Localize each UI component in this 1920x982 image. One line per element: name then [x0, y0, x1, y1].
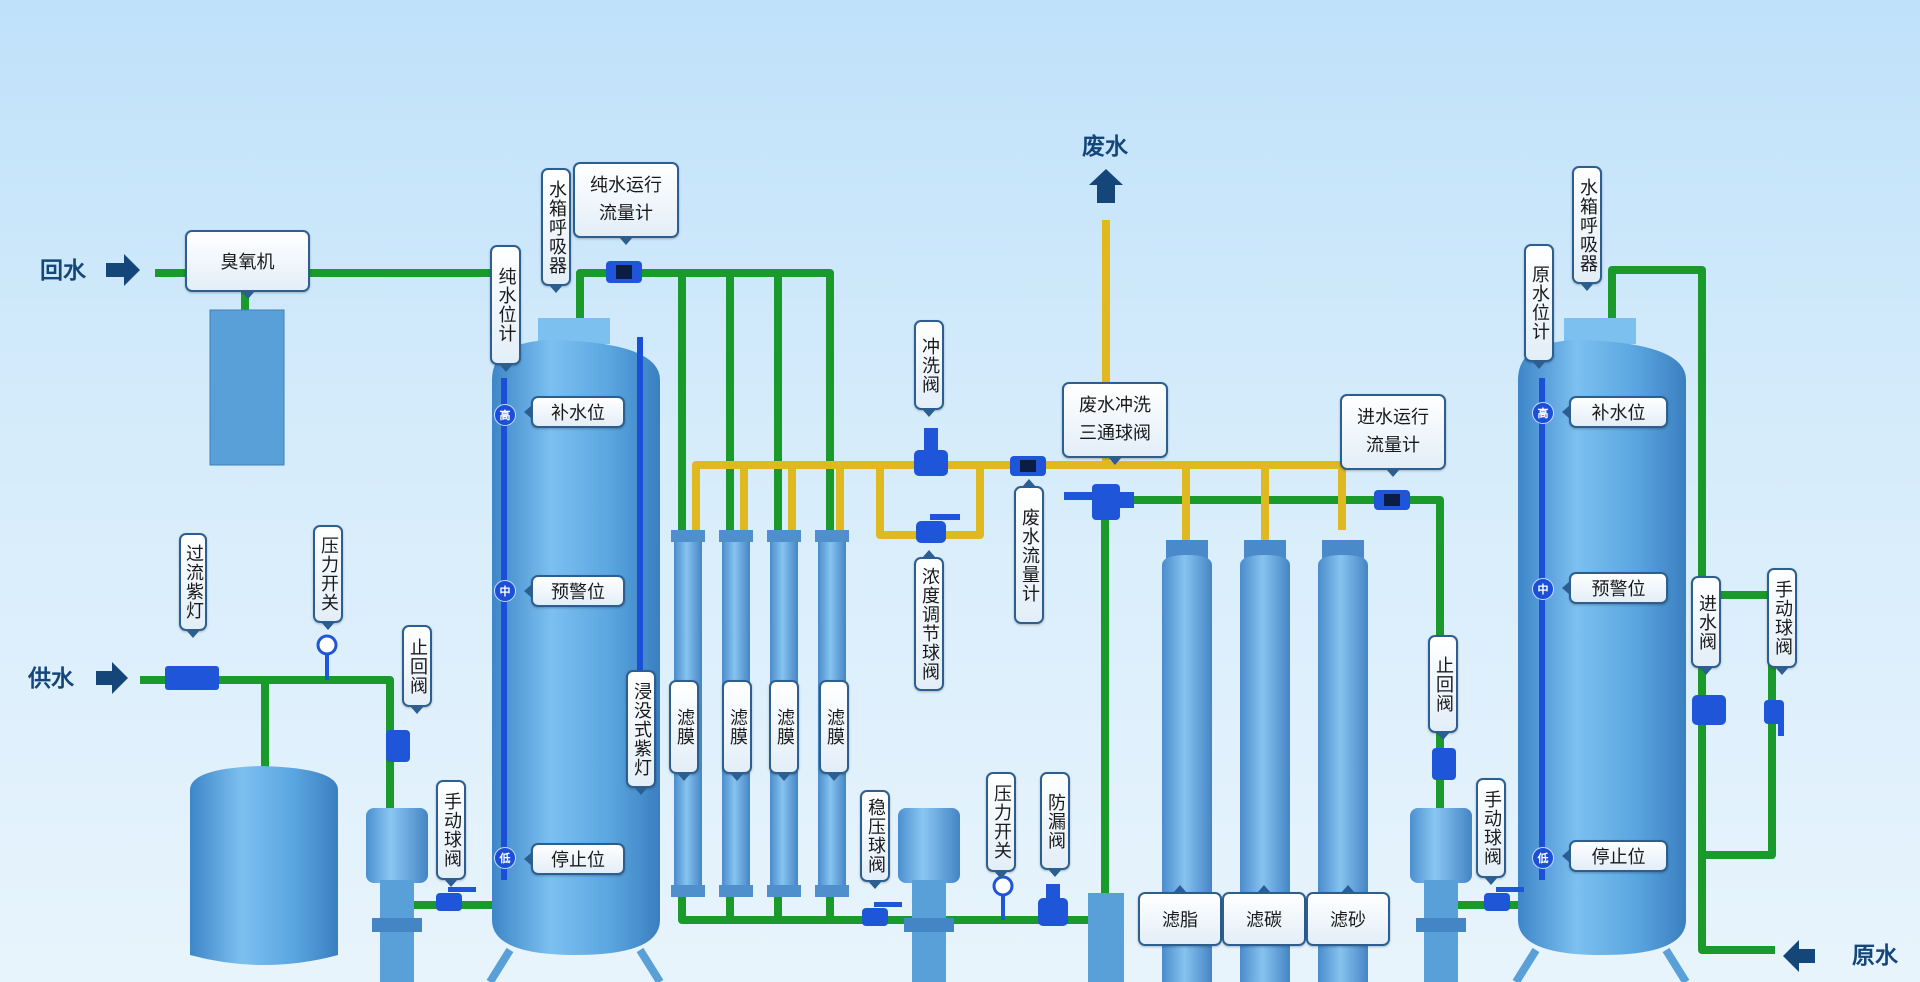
waste-flow-meter-label: 废水流量计 [1014, 479, 1044, 624]
return-water-arrow-icon [106, 254, 140, 286]
pump-right [1410, 808, 1472, 982]
pure-flow-meter-text: 纯水运行流量计 [590, 175, 662, 224]
waste-flow-meter-device [1010, 456, 1046, 476]
pure-level-gauge-label: 纯水位计 [490, 245, 521, 372]
raw-water-tank [1512, 318, 1690, 982]
drain-column [1088, 893, 1124, 982]
supply-water-label: 供水 [28, 666, 74, 692]
inlet-valve-label: 进水阀 [1691, 576, 1721, 675]
manual-valve-far-label: 手动球阀 [1767, 568, 1797, 675]
feed-flow-meter-device [1374, 490, 1410, 510]
check-valve-right-device [1432, 748, 1456, 780]
pressure-tank [190, 766, 338, 965]
feed-flow-meter-label: 进水运行流量计 [1340, 394, 1446, 477]
raw-refill-level-label: 补水位 [1562, 396, 1668, 428]
raw-water-arrow-icon [1783, 940, 1815, 972]
leak-valve-device [1038, 884, 1068, 926]
feed-flow-meter-text: 进水运行流量计 [1357, 407, 1429, 456]
three-way-valve-device [1064, 484, 1134, 520]
raw-stop-level-label: 停止位 [1562, 840, 1668, 872]
raw-water-label: 原水 [1852, 943, 1898, 969]
waste-flush-valve-label: 废水冲洗三通球阀 [1062, 382, 1168, 465]
pure-mid-badge: 中 [494, 580, 516, 602]
ozone-generator [209, 309, 285, 466]
membrane-3-label: 滤膜 [769, 680, 799, 781]
concentrate-valve-device [916, 514, 960, 543]
manual-valve-far-device [1764, 700, 1784, 736]
membrane-1-label: 滤膜 [669, 680, 699, 781]
check-valve-left-device [386, 730, 410, 762]
overflow-uv-label: 过流紫灯 [179, 533, 207, 638]
pump-left [366, 808, 428, 982]
stabilizer-valve-label: 稳压球阀 [860, 790, 890, 889]
pressure-switch-left-label: 压力开关 [313, 525, 343, 630]
waste-flush-valve-text: 废水冲洗三通球阀 [1079, 395, 1151, 444]
check-valve-left-label: 止回阀 [402, 625, 432, 714]
pressure-gauge-mid-icon [992, 875, 1014, 920]
leak-valve-label: 防漏阀 [1040, 772, 1070, 877]
pure-flow-meter-label: 纯水运行流量计 [573, 162, 679, 245]
filter-carbon-label: 滤碳 [1222, 885, 1306, 946]
pressure-switch-mid-label: 压力开关 [986, 772, 1016, 879]
raw-tank-breather-label: 水箱呼吸器 [1572, 166, 1602, 291]
manual-valve-left-device [436, 887, 476, 911]
pure-flow-meter-device [606, 261, 642, 283]
waste-water-arrow-icon [1089, 169, 1123, 203]
raw-warning-level-label: 预警位 [1562, 572, 1668, 604]
membrane-4-label: 滤膜 [819, 680, 849, 781]
immersion-uv-label: 浸没式紫灯 [626, 670, 656, 795]
raw-level-gauge-label: 原水位计 [1524, 244, 1554, 369]
membrane-2-label: 滤膜 [722, 680, 752, 781]
pure-water-tank [486, 318, 664, 982]
pure-refill-level-label: 补水位 [524, 396, 625, 428]
check-valve-right-label: 止回阀 [1428, 635, 1458, 740]
manual-valve-right-label: 手动球阀 [1476, 778, 1506, 885]
stabilizer-valve-device [862, 902, 902, 926]
flush-valve-device [914, 428, 948, 476]
ozone-generator-label: 臭氧机 [185, 230, 310, 299]
inlet-valve-device [1692, 695, 1726, 725]
manual-valve-left-label: 手动球阀 [436, 780, 466, 887]
flush-valve-label: 冲洗阀 [914, 320, 944, 417]
raw-low-badge: 低 [1532, 847, 1554, 869]
pressure-gauge-left-icon [316, 634, 338, 680]
filter-resin-label: 滤脂 [1138, 885, 1222, 946]
pure-warning-level-label: 预警位 [524, 575, 625, 607]
raw-high-badge: 高 [1532, 402, 1554, 424]
pure-low-badge: 低 [494, 847, 516, 869]
return-water-label: 回水 [40, 258, 86, 284]
waste-water-label: 废水 [1082, 134, 1128, 160]
pump-middle [898, 808, 960, 982]
pure-stop-level-label: 停止位 [524, 843, 625, 875]
overflow-uv-device [165, 666, 219, 690]
pure-tank-breather-label: 水箱呼吸器 [541, 168, 571, 293]
raw-mid-badge: 中 [1532, 578, 1554, 600]
filter-columns [1162, 540, 1368, 982]
filter-sand-label: 滤砂 [1306, 885, 1390, 946]
concentrate-valve-label: 浓度调节球阀 [914, 550, 944, 691]
manual-valve-right-device [1484, 887, 1524, 911]
supply-water-arrow-icon [96, 662, 128, 694]
pure-high-badge: 高 [494, 404, 516, 426]
